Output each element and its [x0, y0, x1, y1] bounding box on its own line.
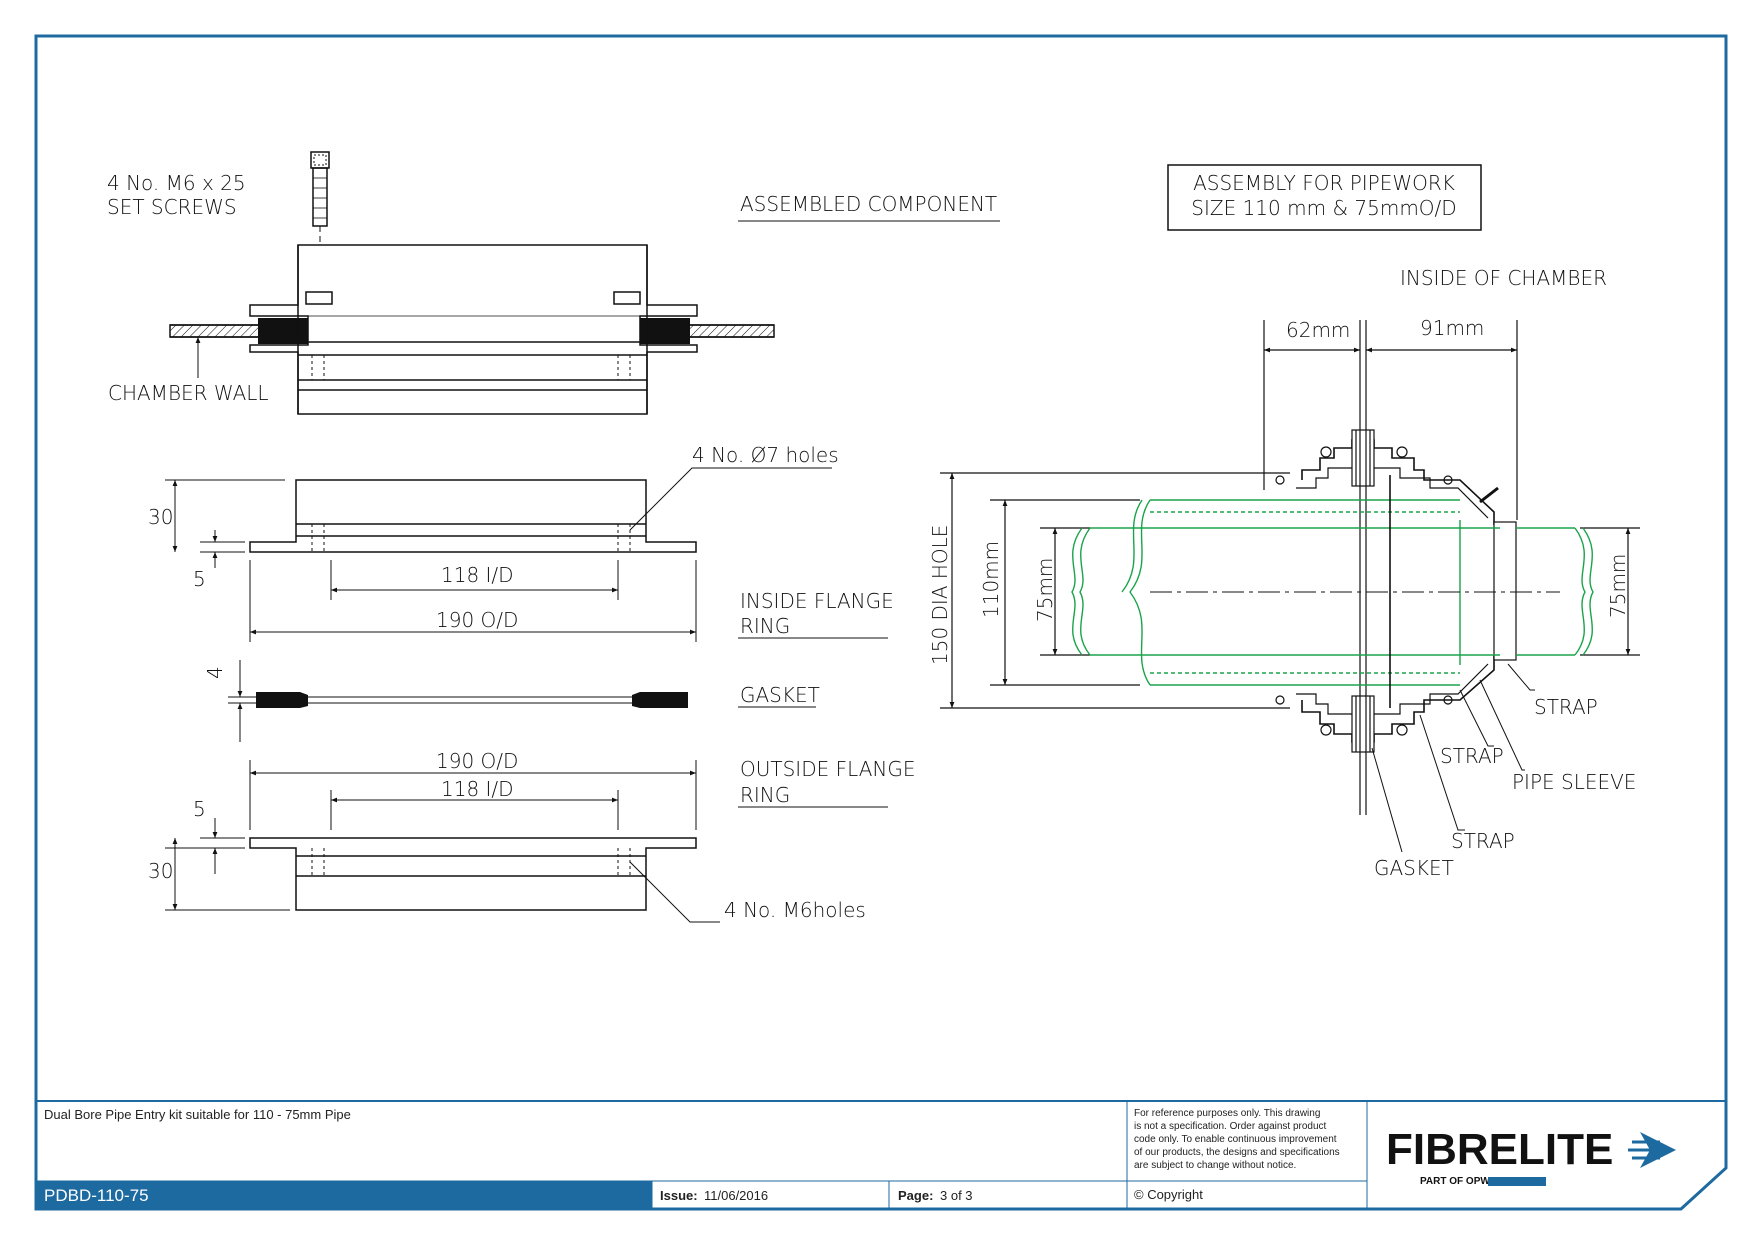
outside-flange-ring — [165, 760, 720, 923]
title-block: Dual Bore Pipe Entry kit suitable for 11… — [36, 1100, 1726, 1209]
dim-75-left: 75mm — [1033, 558, 1057, 622]
page-value: 3 of 3 — [940, 1188, 973, 1203]
gasket-part — [228, 660, 688, 742]
part-code: PDBD-110-75 — [44, 1186, 149, 1205]
brand-logo-text: FIBRELITE — [1386, 1125, 1613, 1174]
holes-m6-label: 4 No. M6holes — [724, 898, 866, 922]
strap-label-2: STRAP — [1440, 744, 1504, 768]
dim-150-dia-hole: 150 DIA HOLE — [928, 525, 952, 665]
disclaimer-line-4: of our products, the designs and specifi… — [1134, 1147, 1340, 1158]
dim-30-top: 30 — [148, 505, 173, 529]
pipe-110 — [1121, 499, 1460, 686]
dim-91: 91mm — [1420, 316, 1484, 340]
pipe-centerline — [1150, 475, 1560, 708]
pipe-sleeve-label: PIPE SLEEVE — [1512, 770, 1636, 794]
disclaimer-line-1: For reference purposes only. This drawin… — [1134, 1108, 1320, 1119]
holes-7-label: 4 No. Ø7 holes — [692, 443, 839, 467]
disclaimer-line-2: is not a specification. Order against pr… — [1134, 1121, 1327, 1132]
brand-subbadge-icon — [1488, 1177, 1546, 1186]
dim-62: 62mm — [1286, 318, 1350, 342]
dim-118-bottom: 118 I/D — [441, 777, 514, 801]
page-label: Page: — [898, 1188, 933, 1203]
issue-value: 11/06/2016 — [704, 1188, 768, 1203]
part-code-bar — [36, 1181, 652, 1209]
chamber-wall-label: CHAMBER WALL — [108, 381, 269, 405]
title-underlines — [738, 220, 1000, 808]
assembly-box-line-1: ASSEMBLY FOR PIPEWORK — [1193, 171, 1455, 195]
dim-75-right: 75mm — [1606, 554, 1630, 618]
dim-30-bottom: 30 — [148, 859, 173, 883]
inside-flange-ring — [165, 467, 832, 642]
inside-flange-title-1: INSIDE FLANGE — [740, 589, 894, 613]
strap-label-3: STRAP — [1451, 829, 1515, 853]
sheet-frame — [34, 34, 1728, 1211]
dim-110: 110mm — [979, 541, 1003, 618]
disclaimer-line-5: are subject to change without notice. — [1134, 1160, 1296, 1171]
dim-5-top: 5 — [193, 567, 206, 591]
dim-5-bottom: 5 — [193, 797, 206, 821]
inside-flange-title-2: RING — [740, 614, 790, 638]
assembled-component — [169, 151, 775, 415]
assembly-box-line-2: SIZE 110 mm & 75mmO/D — [1191, 196, 1456, 220]
assembly-title-box — [1167, 164, 1482, 231]
strap-label-1: STRAP — [1534, 695, 1598, 719]
gasket-label: GASKET — [1374, 856, 1454, 880]
set-screws-label-1: 4 No. M6 x 25 — [107, 171, 246, 195]
brand-tagline: PART OF OPW — [1420, 1176, 1490, 1187]
pipe-75 — [1071, 520, 1594, 665]
assembled-title: ASSEMBLED COMPONENT — [740, 192, 997, 216]
copyright: © Copyright — [1134, 1187, 1203, 1202]
set-screws-label-2: SET SCREWS — [107, 195, 237, 219]
kit-description: Dual Bore Pipe Entry kit suitable for 11… — [44, 1107, 351, 1122]
issue-label: Issue: — [660, 1188, 698, 1203]
outside-flange-title-2: RING — [740, 783, 790, 807]
disclaimer-line-3: code only. To enable continuous improvem… — [1134, 1134, 1337, 1145]
dim-190-bottom: 190 O/D — [436, 749, 518, 773]
gasket-title: GASKET — [740, 683, 820, 707]
drawing-text: 4 No. M6 x 25 SET SCREWS CHAMBER WALL 4 … — [107, 171, 1636, 922]
dim-118-top: 118 I/D — [441, 563, 514, 587]
outside-flange-title-1: OUTSIDE FLANGE — [740, 757, 915, 781]
dim-190-top: 190 O/D — [436, 608, 518, 632]
dim-4-gasket: 4 — [203, 666, 227, 679]
inside-chamber-label: INSIDE OF CHAMBER — [1400, 266, 1607, 290]
brand-arrow-icon — [1628, 1132, 1676, 1168]
